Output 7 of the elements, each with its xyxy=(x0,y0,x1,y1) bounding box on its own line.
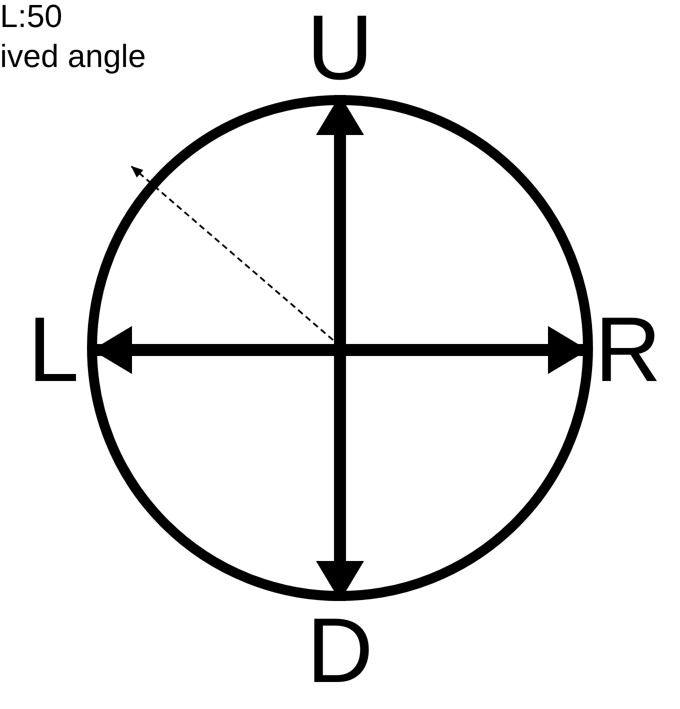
double-arrow xyxy=(316,95,364,601)
caption-text: ived angle xyxy=(0,40,146,72)
direction-letter: D xyxy=(300,601,380,701)
direction-letter: U xyxy=(300,0,380,95)
direction-letter: L xyxy=(15,300,92,400)
caption-text: L:50 xyxy=(0,0,62,32)
direction-letter: R xyxy=(588,300,668,400)
